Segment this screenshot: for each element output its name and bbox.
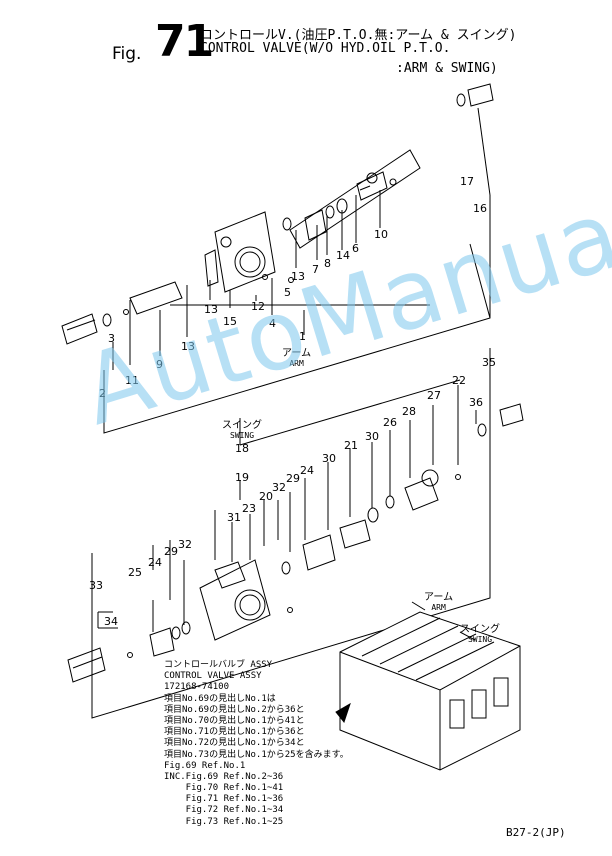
swing-inset-callout: スイング SWING <box>460 620 500 644</box>
swing-inset-callout-en: SWING <box>467 635 493 644</box>
arm-inset-callout-jp: アーム <box>424 592 454 603</box>
arm-inset-callout-en: ARM <box>431 603 446 612</box>
part-number: 33 <box>89 579 103 592</box>
assembly-note-line: 172168-74100 <box>164 682 230 693</box>
part-number: 25 <box>128 566 142 579</box>
arm-inset-callout: アーム ARM <box>424 588 453 612</box>
part-number: 3 <box>108 332 115 345</box>
part-number: 2 <box>99 387 106 400</box>
part-number: 30 <box>365 430 379 443</box>
part-number: 15 <box>223 315 237 328</box>
part-number: 16 <box>473 202 487 215</box>
part-number: 17 <box>460 175 474 188</box>
part-number: 20 <box>259 490 273 503</box>
part-number: 34 <box>104 615 118 628</box>
part-number: 26 <box>383 416 397 429</box>
arm-callout: アーム ARM <box>282 344 311 368</box>
swing-callout-jp: スイング <box>222 420 262 431</box>
part-number-labels: 1 2 3 4 5 6 7 8 9 10 11 12 13 13 13 14 1… <box>89 175 496 628</box>
arm-callout-jp: アーム <box>282 348 312 359</box>
part-number: 32 <box>272 481 286 494</box>
part-number: 13 <box>291 270 305 283</box>
part-number: 1 <box>299 330 306 343</box>
assembly-note-line: CONTROL VALVE ASSY <box>164 671 262 682</box>
part-number: 35 <box>482 356 496 369</box>
part-number: 36 <box>469 396 483 409</box>
assembly-note-line: 項目No.71の見出しNo.1から36と <box>164 727 305 738</box>
direction-arrow-icon <box>335 702 351 724</box>
figure-number: 71 <box>155 16 214 67</box>
arm-callout-en: ARM <box>289 359 304 368</box>
part-number: 29 <box>164 545 178 558</box>
page-reference: B27-2(JP) <box>506 826 566 839</box>
part-number: 29 <box>286 472 300 485</box>
part-number: 19 <box>235 471 249 484</box>
part-number: 28 <box>402 405 416 418</box>
title-japanese: コントロールV.(油圧P.T.O.無:アーム & スイング) <box>200 28 517 43</box>
swing-spool-section <box>67 403 524 683</box>
assembly-note-line: 項目No.72の見出しNo.1から34と <box>164 738 305 749</box>
assembly-note-line: コントロールバルブ ASSY <box>164 660 273 670</box>
valve-bank-inset <box>339 601 521 771</box>
figure-label: Fig. <box>112 44 142 64</box>
assembly-note-line: Fig.73 Ref.No.1~25 <box>164 816 284 827</box>
swing-callout-en: SWING <box>229 431 255 440</box>
part-number: 11 <box>125 374 139 387</box>
part-number: 10 <box>374 228 388 241</box>
assembly-note-line: 項目No.70の見出しNo.1から41と <box>164 715 305 726</box>
part-number: 21 <box>344 439 358 452</box>
part-number: 30 <box>322 452 336 465</box>
assembly-note-line: 項目No.69の見出しNo.1は <box>164 693 276 704</box>
part-number: 31 <box>227 511 241 524</box>
assembly-note: コントロールバルブ ASSY CONTROL VALVE ASSY 172168… <box>164 660 349 828</box>
part-number: 6 <box>352 242 359 255</box>
part-number: 4 <box>269 317 276 330</box>
part-number: 13 <box>181 340 195 353</box>
part-number: 5 <box>284 286 291 299</box>
part-number: 24 <box>300 464 314 477</box>
assembly-note-line: INC.Fig.69 Ref.No.2~36 <box>164 771 284 782</box>
assembly-note-line: 項目No.69の見出しNo.2から36と <box>164 704 305 715</box>
part-number: 8 <box>324 257 331 270</box>
title-english-line2: :ARM & SWING) <box>396 61 498 76</box>
assembly-note-line: Fig.71 Ref.No.1~36 <box>164 794 284 805</box>
part-number: 27 <box>427 389 441 402</box>
part-number: 14 <box>336 249 350 262</box>
assembly-note-line: Fig.72 Ref.No.1~34 <box>164 805 284 816</box>
swing-inset-callout-jp: スイング <box>460 624 500 635</box>
assembly-note-line: 項目No.73の見出しNo.1から25を含みます。 <box>164 749 349 760</box>
part-number: 18 <box>235 442 249 455</box>
assembly-note-line: Fig.70 Ref.No.1~41 <box>164 783 284 794</box>
part-number: 22 <box>452 374 466 387</box>
part-number: 7 <box>312 263 319 276</box>
assembly-note-line: Fig.69 Ref.No.1 <box>164 760 246 771</box>
part-number: 32 <box>178 538 192 551</box>
part-number: 13 <box>204 303 218 316</box>
part-number: 12 <box>251 300 265 313</box>
part-number: 9 <box>156 358 163 371</box>
part-number: 24 <box>148 556 162 569</box>
title-english-line1: CONTROL VALVE(W/O HYD.OIL P.T.O. <box>200 41 451 56</box>
swing-callout: スイング SWING <box>222 416 262 440</box>
arm-spool-section <box>61 83 494 345</box>
part-number: 23 <box>242 502 256 515</box>
leader-lines <box>91 107 491 719</box>
